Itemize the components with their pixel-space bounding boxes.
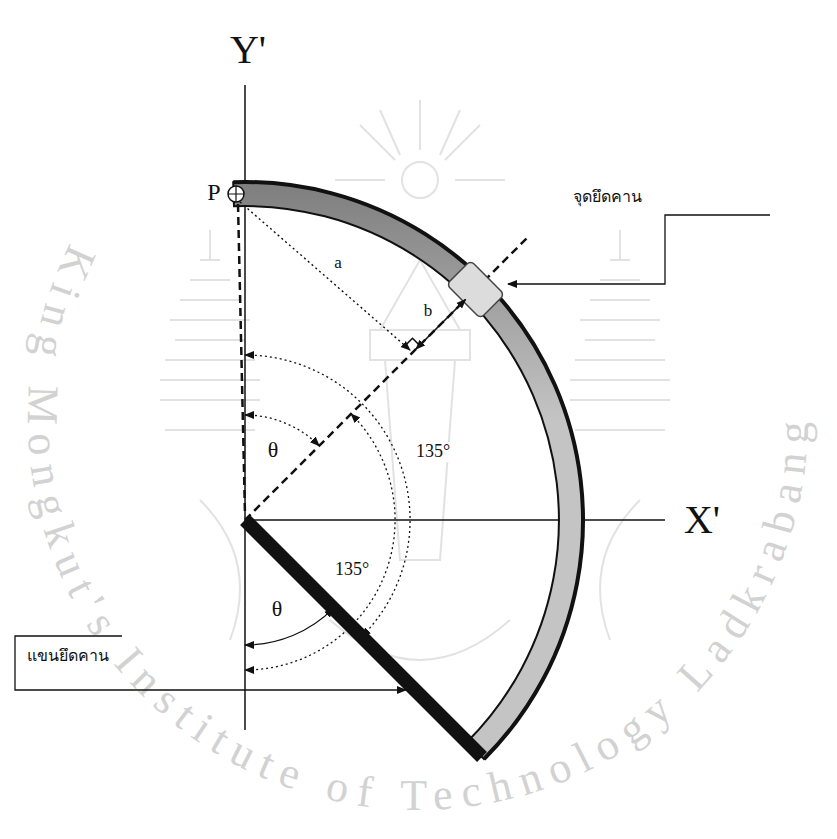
arm-leader [15, 636, 406, 690]
angle-label: 135° [333, 560, 371, 580]
emblem-rays [335, 100, 505, 180]
dimension-label: a [334, 254, 342, 273]
emblem-sun [402, 162, 438, 198]
angle-label: θ [268, 438, 279, 462]
beam-outer-edge [233, 182, 583, 759]
clamp-leader [508, 215, 770, 284]
right-angle-mark [405, 338, 419, 345]
angle-arc-theta-upper [245, 415, 319, 446]
axis-label: X' [684, 498, 720, 542]
x-axis [245, 519, 665, 521]
part-label: แขนยึดคาน [27, 647, 109, 665]
angle-label: 135° [414, 442, 452, 462]
dimension-a-line [240, 202, 410, 350]
dimension-label: b [424, 302, 433, 321]
watermark-text-holder: King Mongkut's Institute of Technology L… [17, 239, 818, 820]
dashed-line-p [238, 204, 245, 515]
dimension-b-line [416, 299, 466, 349]
support-arm [245, 520, 482, 757]
dashed-line-45 [245, 237, 528, 520]
emblem-crown [370, 260, 470, 560]
angle-arc-135-upper [245, 355, 410, 637]
point-cross [228, 186, 244, 202]
point-marker [228, 186, 244, 202]
part-label: จุดยึดคาน [573, 188, 642, 206]
emblem-pagoda-right [570, 230, 670, 430]
axis-label: Y' [230, 28, 266, 72]
watermark-text: King Mongkut's Institute of Technology L… [17, 239, 818, 820]
point-label: P [207, 179, 220, 205]
angle-arc-theta-lower [245, 608, 333, 645]
curved-beam [233, 182, 583, 759]
angle-arc-135-lower [245, 414, 395, 670]
angle-label: θ [272, 597, 283, 621]
